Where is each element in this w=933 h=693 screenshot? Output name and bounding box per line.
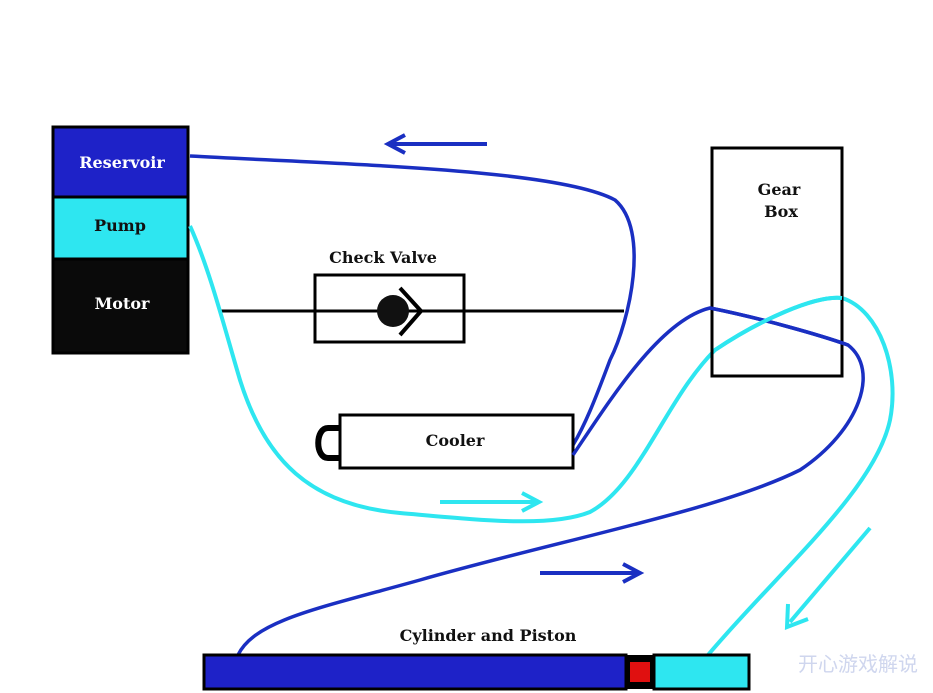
gear-box-body — [710, 146, 844, 378]
arrow-icon-return — [383, 133, 487, 155]
check-valve-assembly: Check Valve — [220, 248, 624, 344]
arrow-icon-pressure — [440, 491, 544, 513]
cylinder-label: Cylinder and Piston — [400, 626, 577, 645]
cooler-to-cylinder-hose — [236, 306, 865, 656]
gear-box-label-line2: Box — [764, 202, 798, 221]
cooler-label: Cooler — [426, 431, 485, 450]
gear-box: Gear Box — [710, 146, 844, 378]
motor-block — [51, 257, 190, 355]
cylinder-cyan-chamber — [652, 653, 751, 691]
reservoir-block — [51, 125, 190, 199]
cylinder-piston: Cylinder and Piston — [202, 626, 751, 691]
check-valve-label: Check Valve — [329, 248, 437, 267]
cooler-body — [338, 413, 575, 470]
gear-box-label-line1: Gear — [758, 180, 801, 199]
ball-check-valve-icon — [377, 286, 424, 337]
reservoir-return-hose — [189, 154, 636, 446]
motor-label: Motor — [95, 294, 150, 313]
cooler-assembly: Cooler — [315, 413, 575, 470]
reservoir-label: Reservoir — [79, 153, 165, 172]
power-unit: Reservoir Pump Motor — [51, 125, 190, 355]
pump-pressure-hose — [188, 225, 895, 657]
cylinder-blue-chamber — [202, 653, 628, 691]
cooler-handle-icon — [315, 425, 340, 461]
watermark: 开心游戏解说 — [798, 652, 918, 676]
pump-label: Pump — [94, 216, 146, 235]
arrow-icon-cylinder — [540, 562, 645, 584]
arrow-icon-down — [784, 526, 872, 630]
